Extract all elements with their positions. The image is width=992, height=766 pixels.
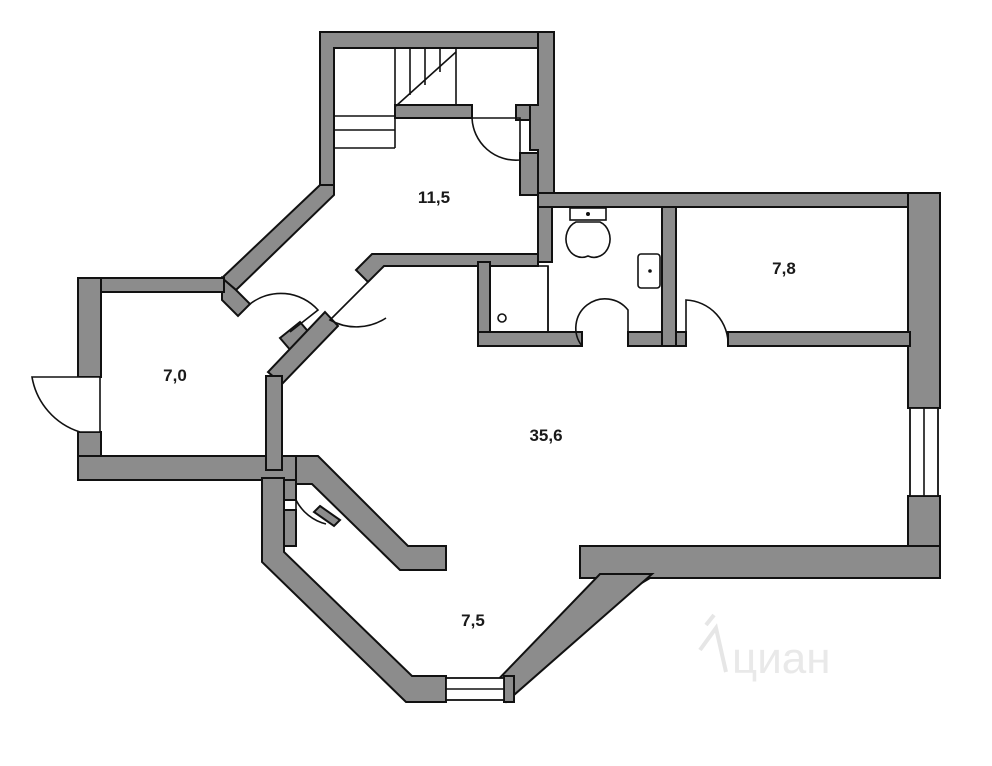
wall-bay-left [261, 477, 447, 703]
wall-top-right [537, 192, 941, 208]
area-living: 35,6 [529, 426, 562, 445]
wall-bay-bottom-right [503, 675, 515, 703]
door-stair [471, 117, 521, 161]
area-bay: 7,5 [461, 611, 485, 630]
wall-bath-bottom [477, 331, 583, 347]
wall-diagonal-stub [221, 275, 252, 318]
wall-jamb-lower [519, 152, 539, 196]
door-bath [575, 297, 629, 347]
door-bedroom [685, 299, 729, 347]
watermark: циан [698, 613, 831, 683]
wall-bedroom-left-stub [675, 331, 687, 347]
toilet-bowl [565, 221, 611, 259]
area-entry: 7,0 [163, 366, 187, 385]
watermark-brand: циан [732, 634, 831, 683]
wall-closet-2 [283, 509, 297, 547]
wall-entry-left-upper [77, 277, 102, 378]
area-labels: 11,5 7,0 35,6 7,8 7,5 [163, 188, 796, 630]
wall-passage-3 [265, 375, 283, 471]
wall-stair-right [529, 31, 555, 196]
wall-closet [283, 479, 297, 501]
wall-bedroom-bottom [727, 331, 911, 347]
wall-wc-right [661, 194, 677, 347]
fixtures [489, 207, 661, 333]
windows [445, 407, 939, 701]
shower [489, 265, 549, 333]
walls [77, 31, 941, 704]
wall-inner-diag [295, 455, 447, 571]
wall-closet-3 [312, 504, 342, 528]
area-hall-stair: 11,5 [418, 188, 450, 207]
wall-right-upper [907, 192, 941, 409]
wall-diagonal-upper [220, 184, 335, 292]
door-hall-living [328, 281, 387, 328]
wall-hall-bottom [354, 253, 539, 284]
door-entry-hall [249, 292, 320, 333]
wall-jamb-upper [515, 104, 531, 121]
area-bedroom: 7,8 [772, 259, 796, 278]
door-closet [295, 499, 327, 546]
cian-logo-icon [698, 613, 728, 673]
door-entry [31, 376, 101, 433]
wall-landing [394, 104, 473, 119]
doors [31, 117, 729, 546]
staircase [334, 48, 457, 149]
